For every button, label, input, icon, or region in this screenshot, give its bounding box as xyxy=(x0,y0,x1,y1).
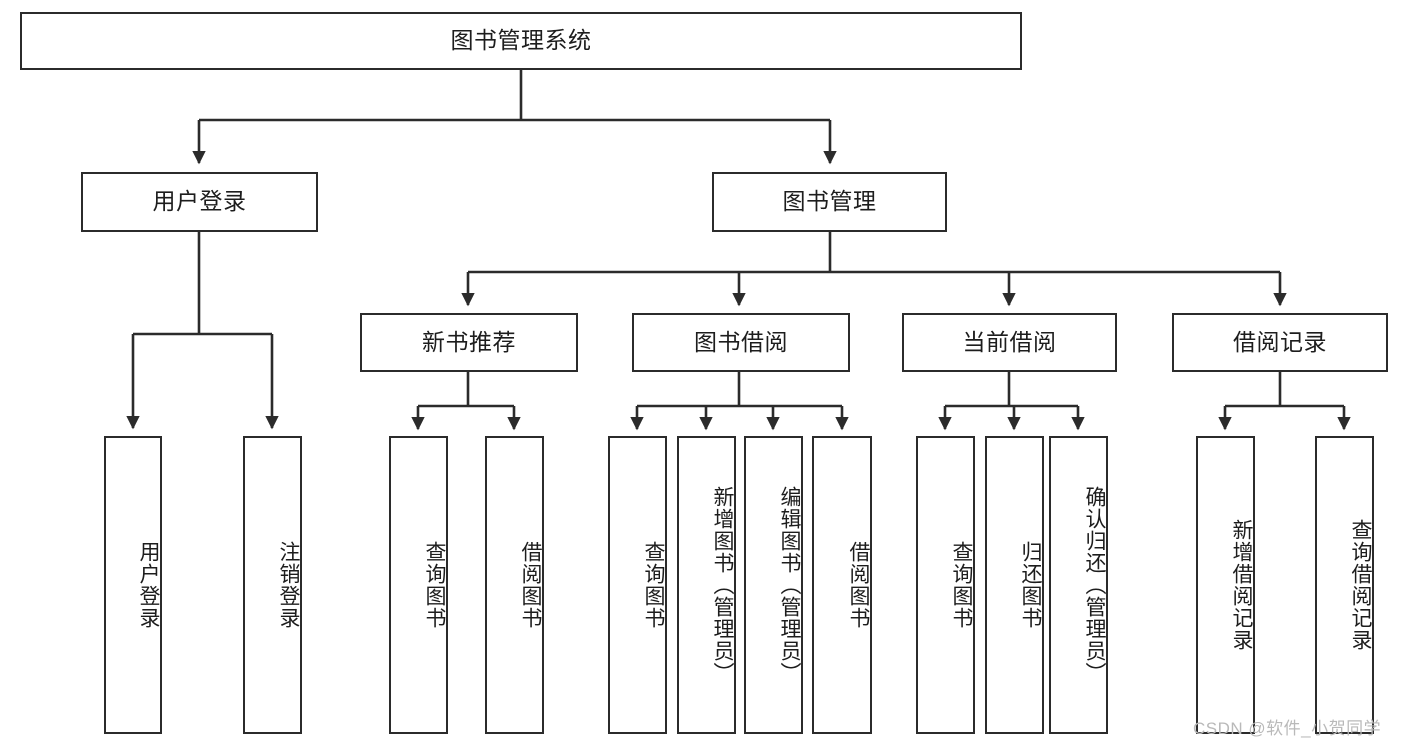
node-leaf-borrow-book-1-label: 借阅图书 xyxy=(519,541,542,629)
node-leaf-confirm-return-label: 确认归还（管理员） xyxy=(1083,486,1106,684)
node-leaf-borrow-book-2-label: 借阅图书 xyxy=(847,541,870,629)
csdn-watermark: CSDN @软件_小贺同学 xyxy=(1193,719,1382,738)
node-leaf-query-book-2-label: 查询图书 xyxy=(642,541,665,629)
node-leaf-edit-book-label: 编辑图书（管理员） xyxy=(778,486,801,684)
node-leaf-add-record-label: 新增借阅记录 xyxy=(1230,519,1253,651)
node-book-manage[interactable]: 图书管理 xyxy=(712,172,947,232)
node-borrow-record-label: 借阅记录 xyxy=(1233,328,1327,355)
node-leaf-add-book-label: 新增图书（管理员） xyxy=(711,486,734,684)
node-leaf-query-record[interactable]: 查询借阅记录 xyxy=(1315,436,1374,734)
node-book-borrow[interactable]: 图书借阅 xyxy=(632,313,850,372)
node-current-borrow-label: 当前借阅 xyxy=(962,328,1057,355)
node-leaf-add-book[interactable]: 新增图书（管理员） xyxy=(677,436,736,734)
node-leaf-query-book-3[interactable]: 查询图书 xyxy=(916,436,975,734)
node-leaf-confirm-return[interactable]: 确认归还（管理员） xyxy=(1049,436,1108,734)
node-user-login-label: 用户登录 xyxy=(152,188,247,215)
node-leaf-logout-label: 注销登录 xyxy=(277,541,300,629)
node-leaf-borrow-book-1[interactable]: 借阅图书 xyxy=(485,436,544,734)
node-new-book-rec[interactable]: 新书推荐 xyxy=(360,313,578,372)
node-leaf-user-login-label: 用户登录 xyxy=(137,541,160,629)
node-book-manage-label: 图书管理 xyxy=(782,188,877,215)
node-leaf-logout[interactable]: 注销登录 xyxy=(243,436,302,734)
node-leaf-query-book-1[interactable]: 查询图书 xyxy=(389,436,448,734)
node-leaf-return-book-label: 归还图书 xyxy=(1019,541,1042,629)
node-leaf-add-record[interactable]: 新增借阅记录 xyxy=(1196,436,1255,734)
node-leaf-query-book-2[interactable]: 查询图书 xyxy=(608,436,667,734)
node-leaf-user-login[interactable]: 用户登录 xyxy=(104,436,162,734)
node-book-borrow-label: 图书借阅 xyxy=(694,328,788,355)
node-leaf-query-book-1-label: 查询图书 xyxy=(423,541,446,629)
node-root-label: 图书管理系统 xyxy=(450,27,592,54)
node-current-borrow[interactable]: 当前借阅 xyxy=(902,313,1117,372)
node-new-book-rec-label: 新书推荐 xyxy=(422,328,516,355)
node-leaf-return-book[interactable]: 归还图书 xyxy=(985,436,1044,734)
node-leaf-borrow-book-2[interactable]: 借阅图书 xyxy=(812,436,872,734)
node-leaf-edit-book[interactable]: 编辑图书（管理员） xyxy=(744,436,803,734)
node-leaf-query-record-label: 查询借阅记录 xyxy=(1349,519,1372,651)
node-root[interactable]: 图书管理系统 xyxy=(20,12,1022,70)
node-user-login[interactable]: 用户登录 xyxy=(81,172,318,232)
node-leaf-query-book-3-label: 查询图书 xyxy=(950,541,973,629)
node-borrow-record[interactable]: 借阅记录 xyxy=(1172,313,1388,372)
